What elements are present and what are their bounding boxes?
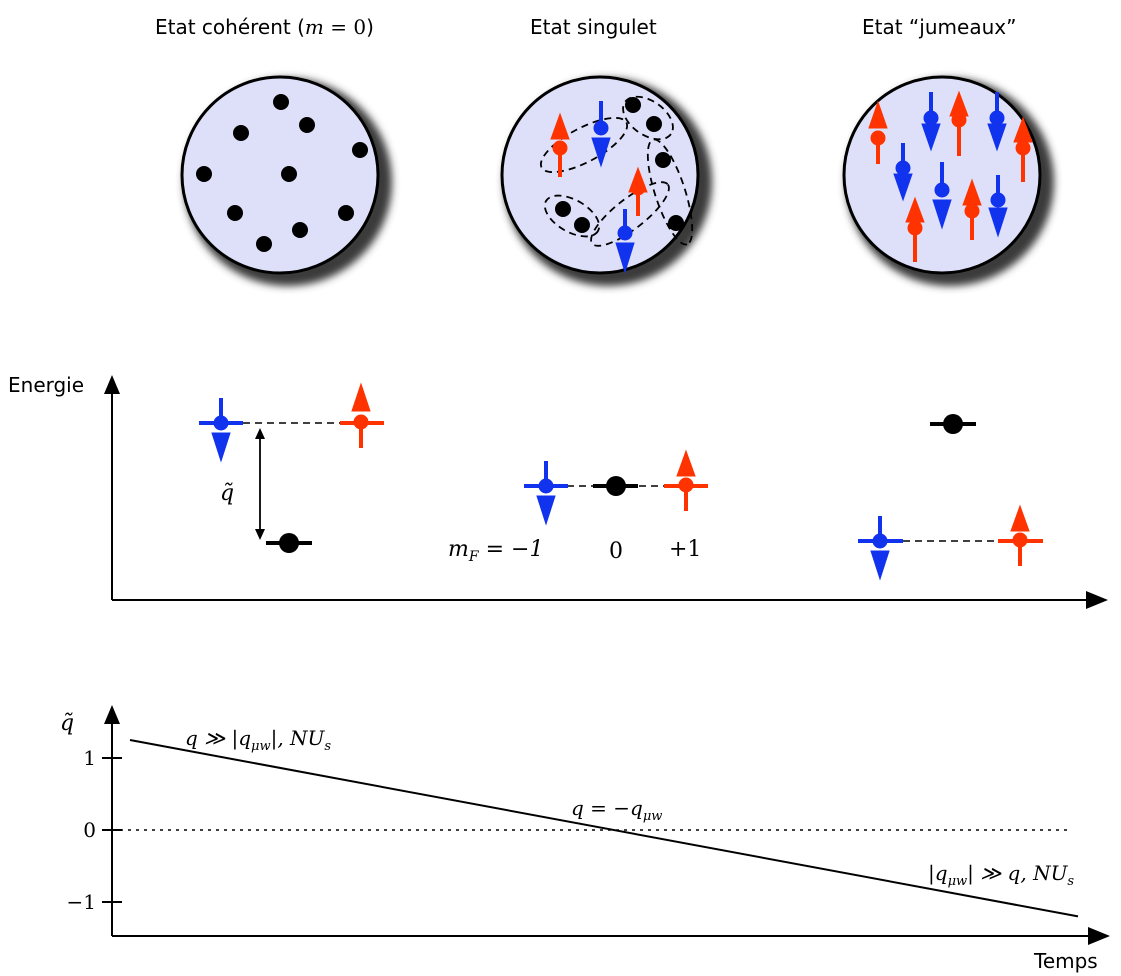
mf-subscript: F — [468, 549, 480, 565]
level-zero-middle — [593, 476, 638, 496]
atom-dot — [646, 116, 662, 132]
level-zero-right — [930, 414, 976, 434]
level-minus1-right — [858, 516, 903, 581]
pair-outline — [646, 138, 694, 246]
level-plus1-middle — [664, 449, 708, 511]
atom-dot — [655, 152, 671, 168]
coherent-cloud — [180, 75, 392, 286]
coherent-atoms — [196, 94, 368, 252]
twin-title: Etat “jumeaux” — [862, 15, 1016, 39]
levels-middle: mF = −1 0 +1 — [448, 449, 708, 565]
spin-down-icon — [987, 92, 1007, 152]
singlet-title: Etat singulet — [530, 15, 657, 39]
annotation-start: q ≫ |qμw|, NUs — [185, 726, 331, 754]
spin-up-icon — [628, 166, 648, 216]
gap-label: q̃ — [220, 481, 234, 506]
atom-dot — [292, 222, 308, 238]
spin-up-icon — [868, 100, 888, 164]
twin-cloud — [842, 75, 1054, 286]
spin-down-icon — [591, 101, 611, 168]
atom-dot — [273, 94, 289, 110]
atom-dot — [227, 205, 243, 221]
atom-dot — [233, 125, 249, 141]
energy-x-arrowhead — [1086, 591, 1108, 609]
time-plot-xlabel: Temps — [1033, 949, 1098, 973]
spin-down-icon — [211, 398, 231, 463]
level-minus1-middle — [524, 461, 568, 526]
atom-dot — [299, 117, 315, 133]
spin-up-icon — [676, 449, 696, 511]
atom-dot — [555, 201, 571, 217]
annotation-mid: q = −qμw — [571, 796, 662, 824]
level-plus1-right — [998, 504, 1043, 566]
spin-up-icon — [905, 196, 925, 262]
y-tick-label: −1 — [67, 890, 96, 914]
mf-value: = −1 — [479, 537, 544, 562]
time-plot: q̃ Temps 1 0 −1 q ≫ |qμw|, NUs q = −qμw |q… — [60, 705, 1110, 973]
level-minus1-left — [199, 398, 243, 463]
spin-up-icon — [1013, 116, 1033, 182]
levels-left: q̃ — [199, 382, 384, 553]
atom-dot — [606, 476, 626, 496]
spin-up-icon — [962, 178, 982, 240]
qtilde-series-line — [129, 739, 1079, 918]
energy-y-arrowhead — [104, 375, 120, 394]
atom-dot — [256, 236, 272, 252]
coherent-title-text: Etat cohérent (m = 0) — [155, 15, 374, 39]
gap-arrow — [255, 428, 265, 540]
atom-dot — [625, 97, 641, 113]
twin-spins — [868, 90, 1033, 262]
spin-up-icon — [1010, 504, 1030, 566]
pair-outline — [590, 181, 670, 247]
atom-dot — [574, 217, 590, 233]
time-plot-ylabel: q̃ — [60, 711, 74, 736]
level-plus1-left — [340, 382, 384, 448]
pair-outline — [543, 194, 601, 238]
atom-dot — [668, 215, 684, 231]
singlet-spins — [550, 101, 648, 274]
spin-down-icon — [536, 461, 556, 526]
mf-label: mF = −1 — [448, 537, 543, 565]
time-plot-ticks: 1 0 −1 — [67, 746, 122, 914]
spin-down-icon — [932, 162, 952, 230]
singlet-atoms — [555, 97, 684, 233]
energy-ylabel: Energie — [8, 373, 84, 397]
spin-down-icon — [921, 92, 941, 152]
spin-down-icon — [615, 209, 635, 274]
spin-up-icon — [949, 90, 969, 156]
level-zero-left — [266, 533, 312, 553]
atom-dot — [338, 205, 354, 221]
energy-diagram: Energie — [8, 373, 1108, 609]
spin-up-icon — [351, 382, 371, 448]
singlet-cloud — [500, 75, 712, 286]
spin-down-icon — [870, 516, 890, 581]
levels-right — [858, 414, 1043, 581]
spin-down-icon — [988, 175, 1008, 238]
atom-dot — [279, 533, 299, 553]
atom-dot — [943, 414, 963, 434]
cloud-disc — [180, 75, 380, 275]
annotation-end: |qμw| ≫ q, NUs — [928, 861, 1074, 889]
atom-dot — [196, 166, 212, 182]
y-tick-label: 0 — [83, 818, 96, 842]
spin-down-icon — [893, 143, 913, 202]
mf-symbol: m — [448, 537, 469, 562]
time-plot-y-arrowhead — [104, 705, 120, 724]
spin-up-icon — [550, 112, 570, 177]
atom-dot — [281, 166, 297, 182]
mf-plus-label: +1 — [669, 537, 701, 562]
atom-dot — [352, 142, 368, 158]
time-plot-x-arrowhead — [1088, 927, 1110, 945]
mf-zero-label: 0 — [609, 539, 623, 564]
state-titles: Etat cohérent (m = 0) Etat singulet Etat… — [155, 15, 1016, 39]
y-tick-label: 1 — [83, 746, 96, 770]
